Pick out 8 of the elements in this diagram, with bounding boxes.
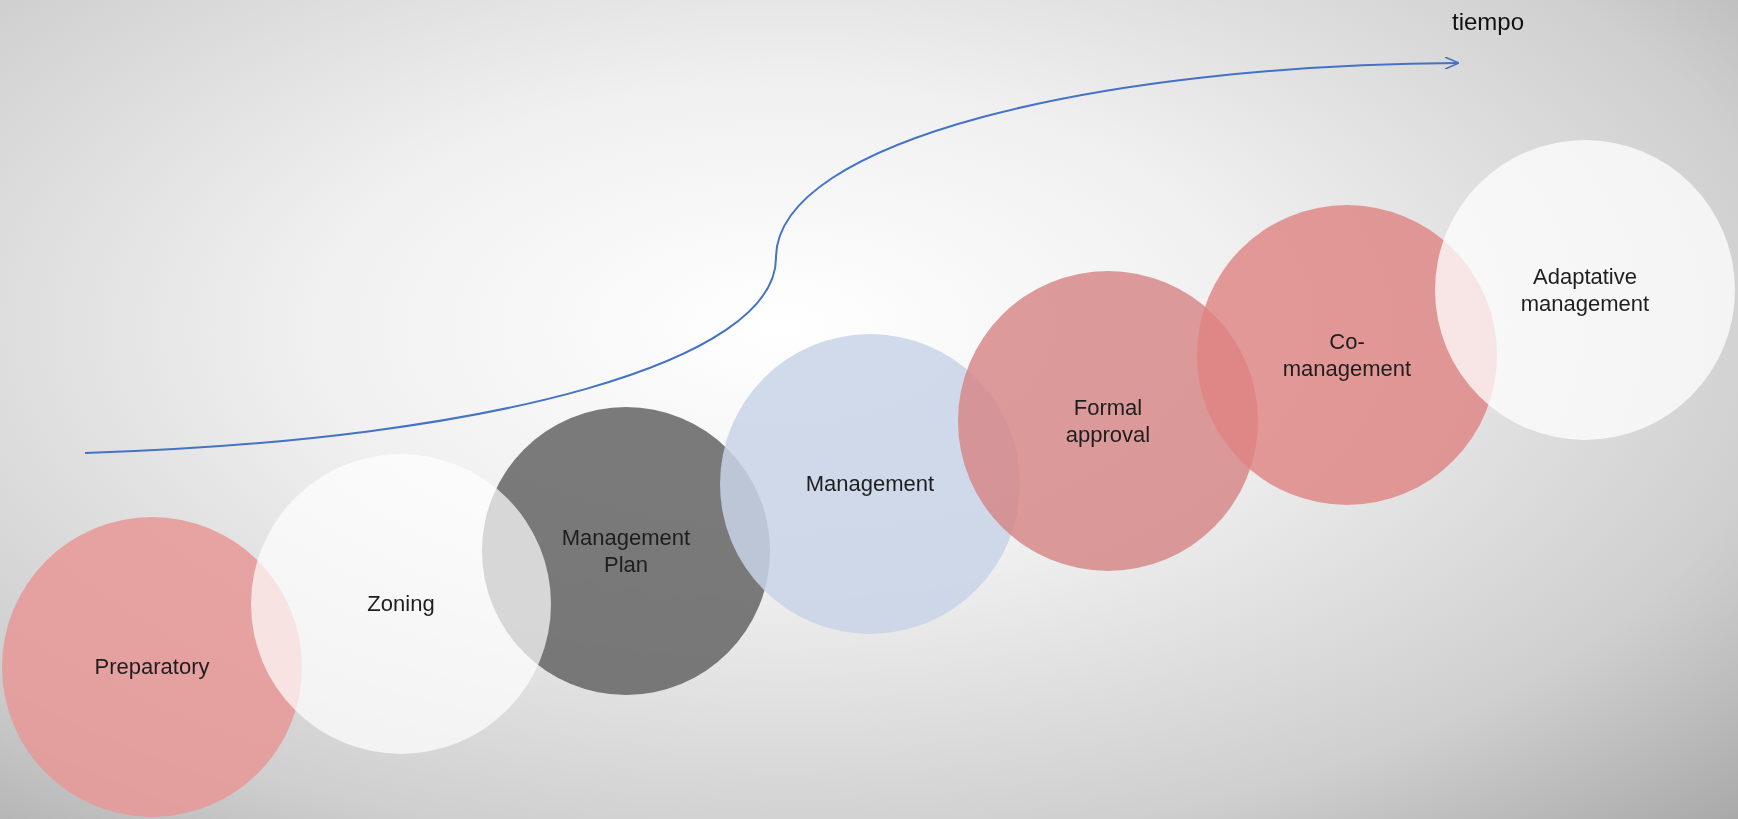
stage-label: Management bbox=[805, 470, 935, 498]
axis-label: tiempo bbox=[1452, 8, 1525, 36]
stage-label: Co- management bbox=[1281, 327, 1413, 383]
stage-label: Formal approval bbox=[1064, 393, 1152, 449]
stage-label: Management Plan bbox=[560, 523, 692, 579]
stage-label: Adaptative management bbox=[1519, 262, 1651, 318]
stage-label: Zoning bbox=[367, 590, 435, 618]
stage-label: Preparatory bbox=[94, 653, 210, 681]
